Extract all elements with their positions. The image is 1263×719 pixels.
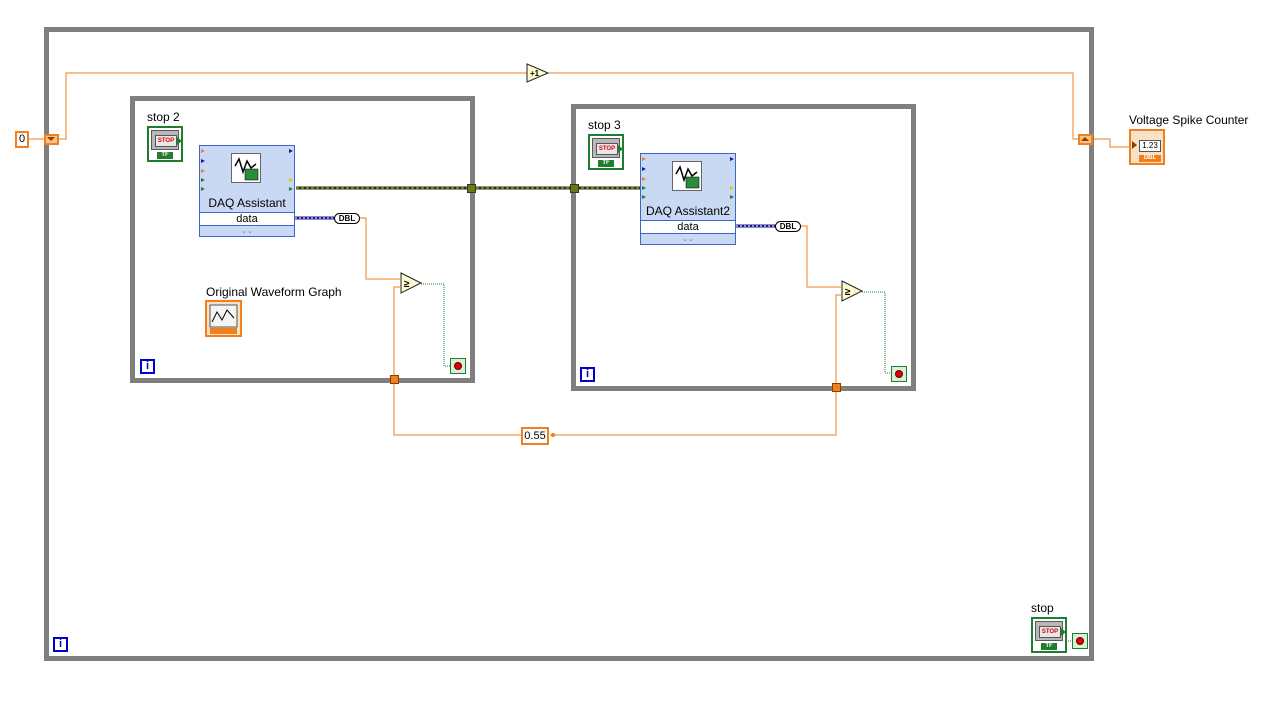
init-constant[interactable]: 0 [15,131,29,148]
stop-arrow-icon [1061,628,1066,636]
stop2-control[interactable]: STOP TF [147,126,183,162]
daq2-data-output[interactable]: data [641,220,735,234]
stop2-type: TF [157,152,173,159]
outer-iteration-terminal: i [53,637,68,652]
increment-node [526,63,550,83]
inner-while-loop-2 [571,104,916,391]
stop2-label: stop 2 [147,110,180,124]
stop-condition-1 [450,358,466,374]
spike-counter-indicator[interactable]: 1.23 DBL [1129,129,1165,165]
daq2-title: DAQ Assistant2 [645,204,731,218]
daq2-terminals [642,157,734,199]
stop2-arrow-icon [177,137,182,145]
dbl-wire-2 [801,225,841,288]
stop-control[interactable]: STOP TF [1031,617,1067,653]
stop2-button-face: STOP [155,135,177,147]
stop-label: stop [1031,601,1054,615]
daq1-waveform-icon [231,153,261,183]
error-tunnel-1 [467,184,476,193]
threshold-tunnel-1 [390,375,399,384]
daq1-data-output[interactable]: data [200,212,294,226]
stop3-control[interactable]: STOP TF [588,134,624,170]
increment-label: +1 [530,69,540,78]
daq1-expand-icon[interactable]: ⌄⌄ [241,228,253,235]
stop3-type: TF [598,160,614,167]
daq2-expand-icon[interactable]: ⌄⌄ [682,236,694,243]
stop3-arrow-icon [618,145,623,153]
daq-assistant-2[interactable]: DAQ Assistant2 data ⌄⌄ [640,153,736,245]
shift-wire-increment [548,72,1078,140]
inner-while-loop-1 [130,96,475,383]
spike-counter-arrow-icon [1132,141,1137,149]
daq1-terminals [201,149,293,191]
shift-wire-top [58,72,527,140]
threshold-tunnel-2 [832,383,841,392]
outer-while-loop [44,27,1094,661]
daq-assistant-1[interactable]: DAQ Assistant data ⌄⌄ [199,145,295,237]
spike-counter-value: 1.23 [1139,140,1161,152]
inner2-iteration-terminal: i [580,367,595,382]
left-shift-arrow-icon [47,137,55,141]
error-tunnel-2 [570,184,579,193]
waveform-graph-label: Original Waveform Graph [206,285,342,299]
dbl-terminal-1: DBL [334,213,360,224]
inner1-iteration-terminal: i [140,359,155,374]
stop3-button-face: STOP [596,143,618,155]
dbl-terminal-2: DBL [775,221,801,232]
stop-type: TF [1041,643,1057,650]
counter-output-wire [1093,138,1130,148]
stop3-label: stop 3 [588,118,621,132]
spike-counter-label: Voltage Spike Counter [1129,113,1249,127]
waveform-graph-indicator[interactable] [205,300,242,337]
compare-node-2 [841,280,864,302]
threshold-coercion-dot [551,433,555,437]
compare-label-1: ≥ [404,279,410,290]
spike-counter-type: DBL [1139,155,1161,162]
threshold-constant[interactable]: 0.55 [521,427,549,445]
daq2-waveform-icon [672,161,702,191]
stop-condition-2 [891,366,907,382]
threshold-wire-1 [393,286,522,436]
daq1-title: DAQ Assistant [208,196,286,210]
stop-button-face: STOP [1039,626,1061,638]
right-shift-arrow-icon [1081,137,1089,141]
waveform-graph-icon [209,304,238,334]
bool-wire-1 [421,283,451,367]
threshold-wire-2 [550,294,841,436]
outer-stop-condition [1072,633,1088,649]
compare-node-1 [400,272,423,294]
compare-label-2: ≥ [845,287,851,298]
dbl-wire-1 [360,217,400,280]
